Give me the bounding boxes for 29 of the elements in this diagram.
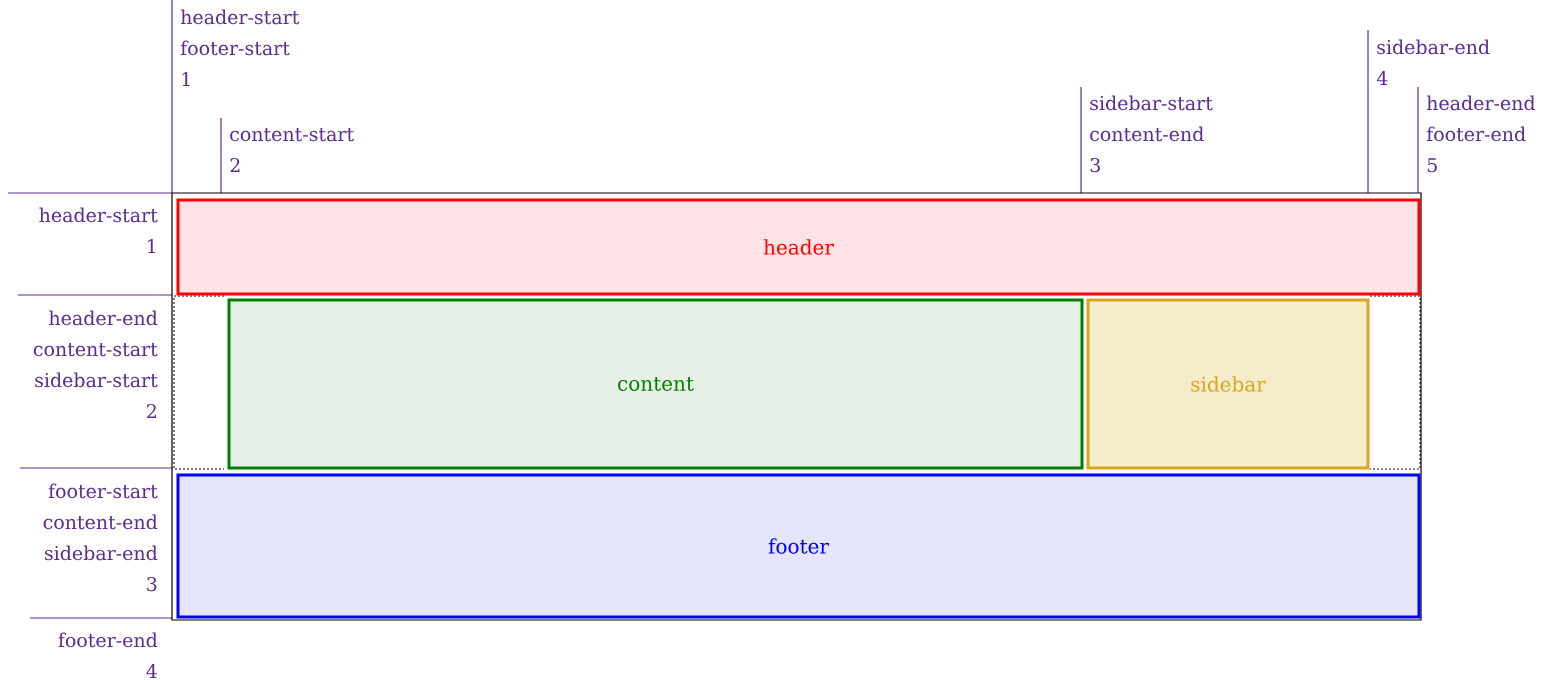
grid-line-label: 2 bbox=[147, 403, 156, 418]
grid-area-box: sidebar bbox=[1086, 298, 1370, 470]
grid-area-box: header bbox=[176, 198, 1421, 296]
grid-line-label: sidebar-start bbox=[1090, 95, 1213, 111]
grid-line-label: header-end bbox=[49, 310, 158, 326]
grid-line-label: content-start bbox=[230, 128, 354, 142]
grid-line-label: sidebar-end bbox=[1377, 39, 1490, 55]
grid-line-label: content-end bbox=[1090, 126, 1204, 142]
grid-line-label: 1 bbox=[148, 238, 156, 253]
grid-line-label: 4 bbox=[146, 663, 157, 678]
grid-line-label: content-start bbox=[33, 343, 158, 357]
grid-line-label: 5 bbox=[1427, 158, 1437, 173]
grid-line-label: sidebar-start bbox=[35, 372, 158, 388]
grid-line-label: footer-end bbox=[1426, 126, 1526, 142]
grid-line-label: 2 bbox=[230, 157, 240, 172]
grid-area-box: content bbox=[227, 298, 1084, 470]
grid-line-label: content-end bbox=[43, 514, 158, 530]
grid-line-label: 4 bbox=[1376, 70, 1388, 85]
grid-line-label: footer-end bbox=[58, 632, 158, 648]
grid-line-label: header-end bbox=[1426, 95, 1536, 111]
grid-line-label: footer-start bbox=[180, 40, 290, 56]
grid-area-box: footer bbox=[176, 473, 1421, 619]
grid-line-label: 3 bbox=[147, 576, 157, 592]
grid-line-label: header-start bbox=[39, 207, 158, 223]
grid-line-label: 1 bbox=[182, 71, 190, 86]
grid-line-label: footer-start bbox=[48, 483, 158, 499]
grid-line-label: sidebar-end bbox=[45, 545, 158, 561]
grid-line-label: 3 bbox=[1090, 157, 1100, 173]
grid-line-label: header-start bbox=[180, 9, 300, 25]
